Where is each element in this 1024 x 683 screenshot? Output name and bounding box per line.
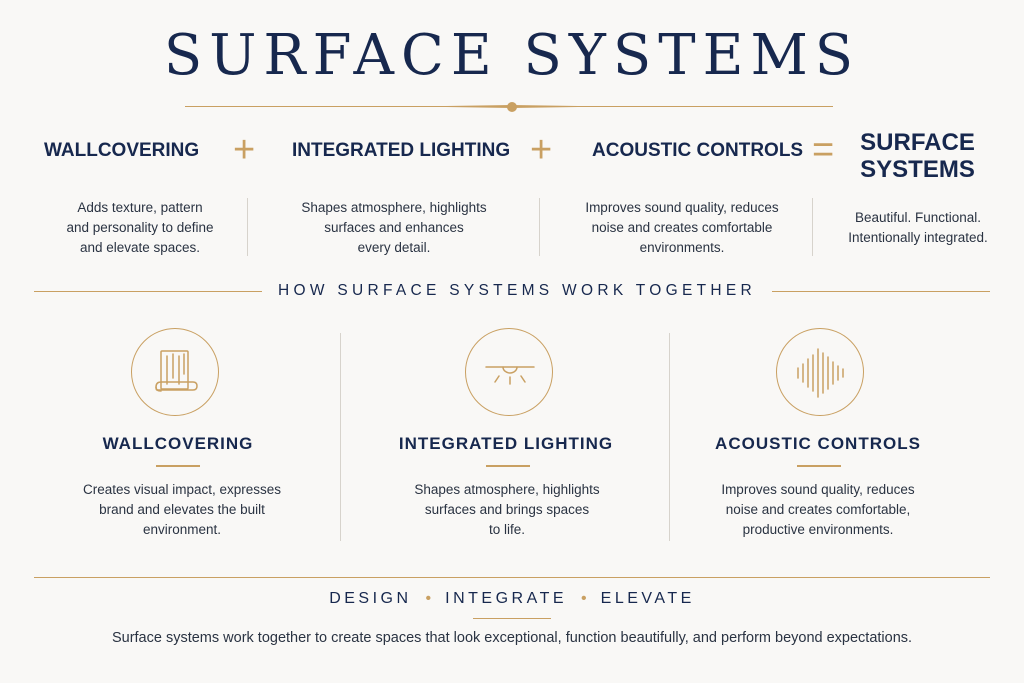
desc-line: Improves sound quality, reduces [585,200,779,215]
tagline: DESIGN • INTEGRATE • ELEVATE [0,590,1024,608]
desc-line: Improves sound quality, reduces [721,482,915,497]
tagline-word: ELEVATE [600,590,695,607]
result-line: SURFACE [860,129,975,156]
desc-line: Adds texture, pattern [77,200,203,215]
equation-label-acoustic-controls: ACOUSTIC CONTROLS [592,140,804,161]
column-divider [812,198,813,256]
desc-line: noise and creates comfortable, [725,502,911,517]
result-line: SYSTEMS [860,156,975,183]
column-title-rule [156,465,200,467]
equation-label-integrated-lighting: INTEGRATED LIGHTING [292,140,511,161]
desc-line: and personality to define [66,220,214,235]
desc-line: and elevate spaces. [79,240,201,255]
section-rule-right [772,291,990,292]
desc-line: environment. [142,522,222,537]
column-title-rule [797,465,841,467]
equals-sign: = [812,129,835,171]
desc-line: to life. [488,522,526,537]
wallcovering-roll-icon [131,328,219,416]
section-rule-left [34,291,262,292]
column-divider [247,198,248,256]
desc-line: Shapes atmosphere, highlights [301,200,487,215]
desc-line: Creates visual impact, expresses [82,482,282,497]
equation-desc-wallcovering: Adds texture, pattern and personality to… [35,198,245,258]
equation-result: SURFACE SYSTEMS [840,129,995,183]
sound-wave-icon [776,328,864,416]
page-title: SURFACE SYSTEMS [163,23,861,88]
ceiling-light-icon [465,328,553,416]
desc-line: every detail. [357,240,431,255]
column-title-integrated-lighting: INTEGRATED LIGHTING [398,434,614,453]
equation-desc-integrated-lighting: Shapes atmosphere, highlights surfaces a… [284,198,504,258]
tagline-rule [473,618,551,619]
column-divider [669,333,670,541]
plus-sign: + [233,129,256,171]
tagline-word: DESIGN [329,590,412,607]
column-divider [539,198,540,256]
equation-desc-acoustic-controls: Improves sound quality, reduces noise an… [567,198,797,258]
column-desc-acoustic-controls: Improves sound quality, reduces noise an… [693,480,943,540]
column-title-rule [486,465,530,467]
desc-line: noise and creates comfortable [591,220,773,235]
desc-line: Shapes atmosphere, highlights [414,482,600,497]
column-title-acoustic-controls: ACOUSTIC CONTROLS [715,434,921,453]
section-title: HOW SURFACE SYSTEMS WORK TOGETHER [277,282,757,299]
desc-line: surfaces and enhances [324,220,464,235]
column-desc-wallcovering: Creates visual impact, expresses brand a… [60,480,304,540]
footer-rule [34,577,990,578]
tagline-separator: • [425,590,432,607]
column-divider [340,333,341,541]
desc-line: productive environments. [742,522,894,537]
desc-line: environments. [639,240,725,255]
desc-line: Beautiful. Functional. [854,210,982,225]
plus-sign: + [530,129,553,171]
desc-line: surfaces and brings spaces [424,502,590,517]
column-title-wallcovering: WALLCOVERING [102,434,254,453]
equation-label-wallcovering: WALLCOVERING [44,140,200,161]
title-divider-dot [507,102,517,112]
footer-text: Surface systems work together to create … [111,630,913,646]
tagline-word: INTEGRATE [445,590,568,607]
tagline-separator: • [581,590,587,607]
column-desc-integrated-lighting: Shapes atmosphere, highlights surfaces a… [385,480,629,540]
desc-line: brand and elevates the built [99,502,265,517]
equation-desc-result: Beautiful. Functional. Intentionally int… [828,208,1008,248]
desc-line: Intentionally integrated. [848,230,988,245]
